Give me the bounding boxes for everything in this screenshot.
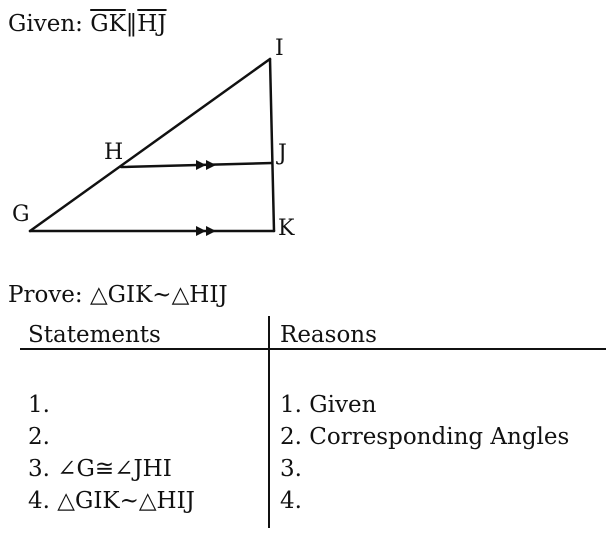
segment-g-i <box>28 57 272 233</box>
reason-row-2: 2. Corresponding Angles <box>280 424 570 450</box>
parallel-marks-hj <box>196 160 216 170</box>
parallel-symbol: ‖ <box>125 11 138 37</box>
vertex-label-i: I <box>275 36 284 61</box>
vertex-label-h: H <box>104 140 123 165</box>
segment-hj: HJ <box>137 11 167 37</box>
triangle-figure: I H J G K <box>12 36 295 241</box>
statement-row-2: 2. <box>28 424 50 450</box>
header-reasons: Reasons <box>280 322 377 348</box>
given-label: Given: <box>8 11 83 37</box>
vertex-label-j: J <box>276 141 287 166</box>
segment-i-k <box>268 57 276 233</box>
reason-row-1: 1. Given <box>280 392 377 418</box>
header-statements: Statements <box>28 322 161 348</box>
vertex-label-k: K <box>278 216 295 241</box>
prove-line: Prove: △GIK~△HIJ <box>8 282 228 308</box>
segment-gk: GK <box>90 11 126 37</box>
reason-row-3: 3. <box>280 456 302 482</box>
parallel-marks-gk <box>196 226 216 236</box>
table-vertical-rule <box>268 316 270 528</box>
statement-row-4: 4. △GIK~△HIJ <box>28 488 195 514</box>
vertex-label-g: G <box>12 202 30 227</box>
given-line: Given: GK‖HJ <box>8 13 167 36</box>
statement-row-1: 1. <box>28 392 50 418</box>
reason-row-4: 4. <box>280 488 302 514</box>
table-horizontal-rule <box>20 348 606 350</box>
statement-row-3: 3. ∠G≅∠JHI <box>28 456 172 482</box>
